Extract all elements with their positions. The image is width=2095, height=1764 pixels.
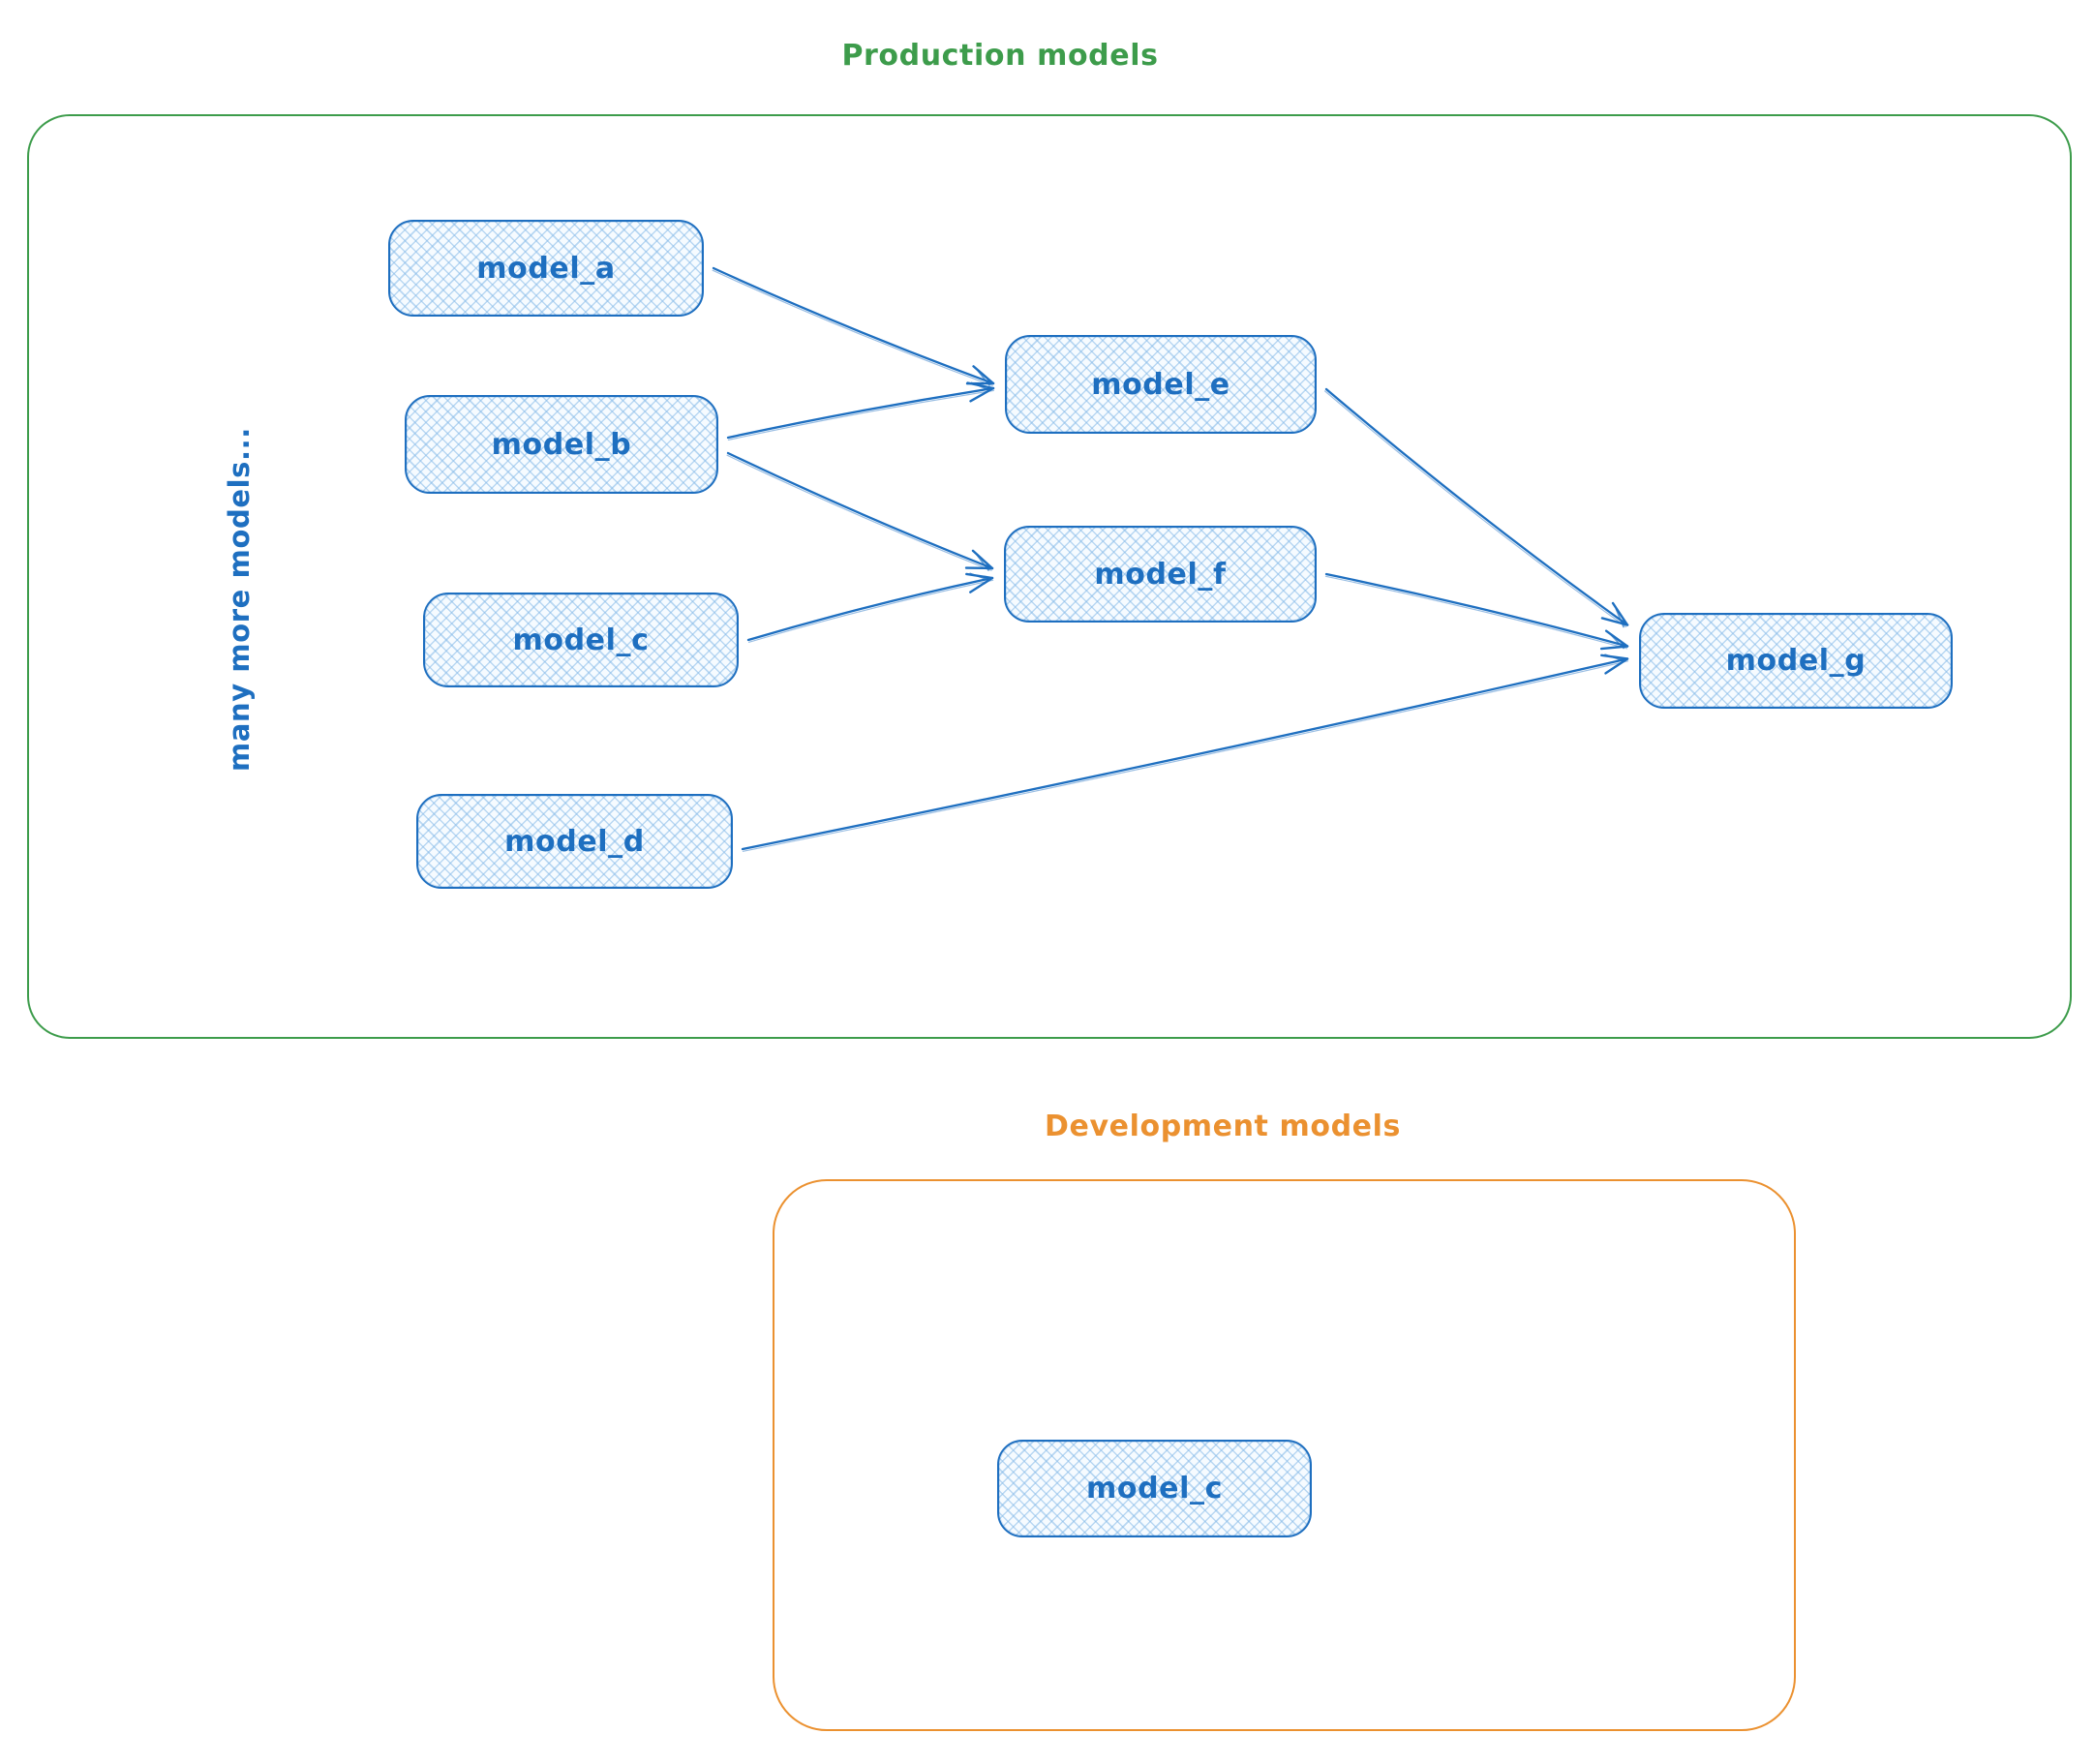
node-label-dev-model-c: model_c xyxy=(1086,1472,1223,1505)
node-model-c: model_c xyxy=(423,593,739,687)
node-model-f: model_f xyxy=(1004,526,1317,623)
node-label-model-c: model_c xyxy=(512,623,650,657)
node-model-b: model_b xyxy=(405,395,718,494)
node-label-model-f: model_f xyxy=(1094,557,1227,592)
node-model-d: model_d xyxy=(416,794,733,889)
node-label-model-a: model_a xyxy=(476,251,616,286)
node-model-e: model_e xyxy=(1005,335,1317,434)
node-label-model-b: model_b xyxy=(491,427,632,462)
many-more-models-note: many more models... xyxy=(223,427,256,772)
node-dev-model-c: model_c xyxy=(997,1440,1312,1537)
node-model-a: model_a xyxy=(388,220,704,317)
production-title: Production models xyxy=(841,39,1159,73)
node-label-model-d: model_d xyxy=(504,824,645,859)
production-frame xyxy=(27,114,2072,1039)
node-label-model-e: model_e xyxy=(1091,367,1230,402)
node-label-model-g: model_g xyxy=(1725,644,1867,678)
node-model-g: model_g xyxy=(1639,613,1953,709)
development-title: Development models xyxy=(1045,1110,1401,1143)
development-frame xyxy=(773,1179,1796,1731)
